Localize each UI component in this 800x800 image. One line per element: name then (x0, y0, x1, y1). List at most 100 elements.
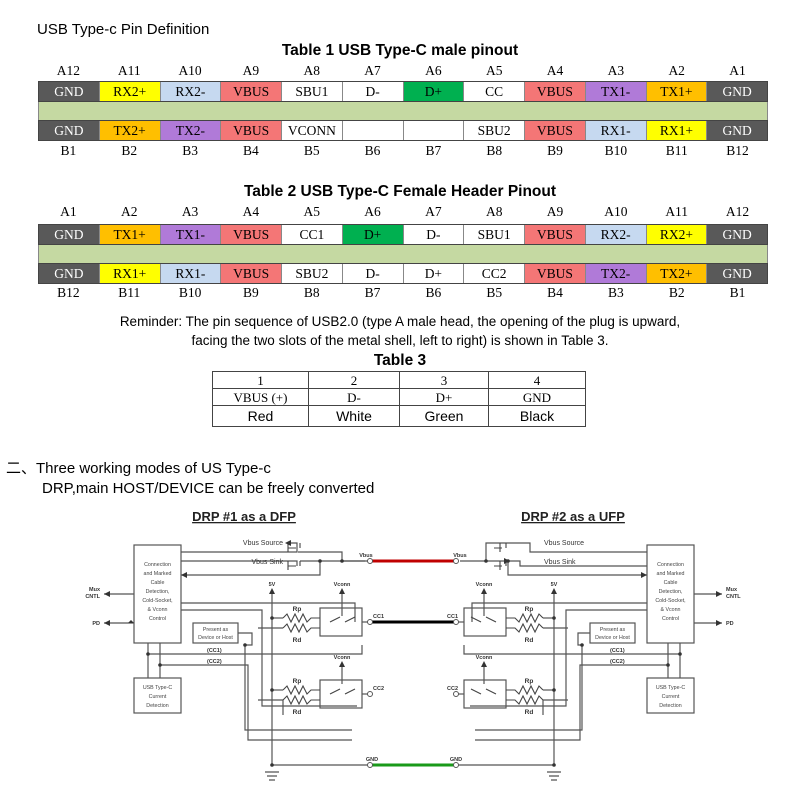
left-control-text: Detection, (146, 589, 170, 595)
rd-label: Rd (525, 709, 534, 716)
pin-number-label: B8 (486, 143, 503, 158)
right-control-text: Cold-Socket, (655, 598, 685, 604)
left-present-text: Device or Host (198, 635, 233, 641)
left-control-text: Cold-Socket, (142, 598, 172, 604)
right-present-text: Present as (600, 627, 626, 633)
pin-number-label: A6 (425, 63, 442, 78)
left-vbus-label: Vbus (359, 553, 372, 559)
pin-cell: GND (39, 82, 100, 101)
pin-cell: VBUS (221, 264, 282, 283)
pin-number-label: B9 (547, 143, 563, 158)
pin-number-label: A4 (546, 63, 564, 78)
pin-cell: RX1+ (646, 121, 708, 140)
pin-cell: TX2- (160, 121, 222, 140)
right-mux-label: Mux (726, 587, 738, 593)
left-vconn-label-1: Vconn (334, 582, 351, 588)
left-vconn-label-2: Vconn (334, 655, 351, 661)
pin-cell: RX2- (160, 82, 222, 101)
pin-number-label: A5 (485, 63, 503, 78)
pin-number-label: A9 (242, 63, 260, 78)
table3-signal: GND (488, 388, 586, 406)
pin-cell: VBUS (525, 82, 586, 101)
right-cntl-label: CNTL (726, 594, 741, 600)
table3-signal: D+ (399, 388, 489, 406)
right-cc1-bus-label: (CC1) (610, 648, 625, 654)
right-detection-text: USB Type-C (656, 685, 686, 691)
pin-cell: SBU1 (282, 82, 343, 101)
pin-number-label: A5 (303, 204, 320, 219)
drp-diagram: DRP #1 as a DFP DRP #2 as a UFP Vbus Sou… (85, 509, 741, 781)
table3-signal: D- (308, 388, 400, 406)
pin-cell: CC2 (464, 264, 525, 283)
pin-number-label: B6 (364, 143, 381, 158)
pin-cell: D+ (403, 264, 465, 283)
right-cc1-label: CC1 (447, 614, 458, 620)
pin-cell: GND (707, 264, 767, 283)
pin-cell: VBUS (525, 225, 586, 244)
right-cc2-label: CC2 (447, 686, 458, 692)
arrow-icon (481, 661, 487, 667)
right-control-text: & Vconn (660, 607, 680, 613)
pin-cell: D- (342, 82, 404, 101)
pin-number-label: A12 (725, 204, 750, 219)
left-control-text: Cable (151, 580, 165, 586)
left-pd-label: PD (92, 621, 100, 627)
pin-number-label: B6 (425, 285, 442, 300)
pin-number-label: A3 (607, 63, 625, 78)
rp-resistor-right-2 (506, 684, 544, 696)
rp-label: Rp (293, 678, 302, 685)
section2-heading: 二、Three working modes of US Type-c (6, 460, 271, 477)
pin-number-label: B12 (726, 143, 749, 158)
pin-cell: SBU1 (464, 225, 525, 244)
pin-cell: D- (403, 225, 465, 244)
table3: 1 2 3 4 VBUS (+) D- D+ GND Red White Gre… (212, 371, 586, 427)
pin-number-label: B5 (486, 285, 503, 300)
rp-resistor-left-2 (282, 684, 320, 696)
right-detection-block (646, 677, 695, 714)
left-cc1-bus-label: (CC1) (207, 648, 222, 654)
pin-cell: TX2+ (99, 121, 161, 140)
pin-number-label: A3 (181, 204, 199, 219)
rd-label: Rd (525, 637, 534, 644)
pin-number-label: B3 (607, 285, 624, 300)
pin-cell: D+ (342, 225, 404, 244)
right-vconn-label-2: Vconn (476, 655, 493, 661)
left-control-text: & Vconn (147, 607, 167, 613)
left-mux-label: Mux (89, 587, 101, 593)
right-detection-text: Current (662, 694, 680, 700)
pin-cell: VBUS (221, 82, 282, 101)
pin-number-label: B2 (121, 143, 138, 158)
right-control-text: Cable (664, 580, 678, 586)
arrow-icon (181, 572, 187, 578)
pin-number-label: A11 (665, 204, 689, 219)
left-detection-text: Current (149, 694, 167, 700)
table3-wire-color: Green (399, 405, 489, 427)
pin-number-label: B7 (364, 285, 381, 300)
right-vconn-label-1: Vconn (476, 582, 493, 588)
pin-cell: GND (39, 264, 100, 283)
pin-cell: VBUS (221, 225, 282, 244)
pin-cell: RX2+ (646, 225, 708, 244)
rd-resistor-right-2 (506, 694, 544, 706)
table3-number: 3 (399, 371, 489, 389)
pin-cell: VCONN (282, 121, 343, 140)
pin-number-label: A12 (56, 63, 81, 78)
arrow-icon (481, 588, 487, 594)
left-control-text: Connection (144, 562, 171, 568)
left-cc2-label: CC2 (373, 686, 384, 692)
rd-resistor-left-1 (282, 622, 320, 634)
arrow-icon (339, 588, 345, 594)
left-diagram-title: DRP #1 as a DFP (192, 509, 296, 524)
pin-number-label: B1 (729, 285, 746, 300)
page-title: USB Type-c Pin Definition (37, 21, 210, 38)
pin-number-label: B5 (303, 143, 320, 158)
left-detection-text: Detection (146, 703, 168, 709)
arrow-icon (128, 620, 134, 623)
pin-number-label: B1 (60, 143, 77, 158)
rp-label: Rp (293, 606, 302, 613)
pin-cell: SBU2 (464, 121, 525, 140)
pin-cell: D+ (403, 82, 465, 101)
arrow-icon (104, 620, 110, 626)
